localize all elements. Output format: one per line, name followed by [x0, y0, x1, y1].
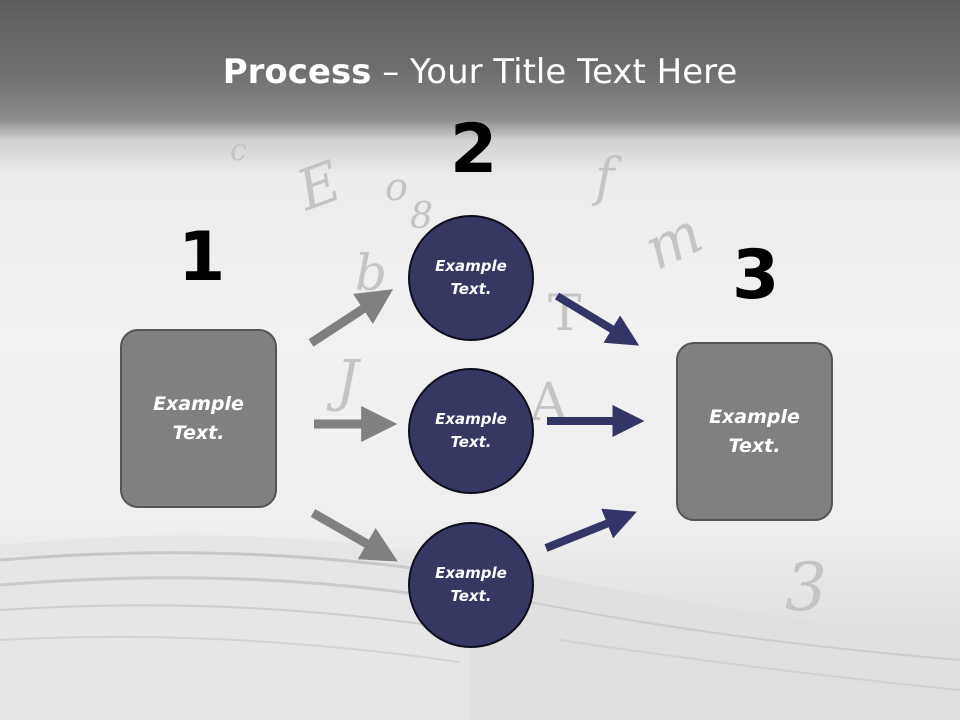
svg-text:3: 3 — [785, 549, 827, 626]
step-2-circle-top: Example Text. — [408, 215, 534, 341]
step-2-circle-bottom-text: Example Text. — [435, 564, 507, 605]
title-bold: Process — [222, 52, 372, 92]
arrow-bottom-to-3 — [544, 508, 637, 552]
step-3-text: Example Text. — [709, 405, 800, 457]
svg-text:8: 8 — [410, 196, 433, 237]
slide-title: Process – Your Title Text Here — [0, 52, 960, 92]
svg-text:o: o — [385, 165, 408, 209]
svg-text:T: T — [548, 284, 581, 342]
arrow-1-to-bottom — [310, 509, 398, 562]
step-2-circle-middle: Example Text. — [408, 368, 534, 494]
step-2-circle-bottom: Example Text. — [408, 522, 534, 648]
arrow-top-to-3 — [554, 292, 640, 346]
title-rest: – Your Title Text Here — [371, 52, 738, 92]
step-1-text: Example Text. — [153, 392, 244, 444]
step-number-2: 2 — [450, 110, 498, 189]
step-3-box: Example Text. — [676, 342, 833, 521]
step-number-3: 3 — [732, 236, 780, 315]
step-1-box: Example Text. — [120, 329, 277, 508]
step-number-1: 1 — [178, 218, 226, 297]
book-pages — [0, 535, 960, 720]
svg-text:c: c — [230, 133, 247, 168]
arrow-1-to-top — [308, 289, 394, 347]
step-2-circle-top-text: Example Text. — [435, 257, 507, 298]
step-2-circle-middle-text: Example Text. — [435, 410, 507, 451]
